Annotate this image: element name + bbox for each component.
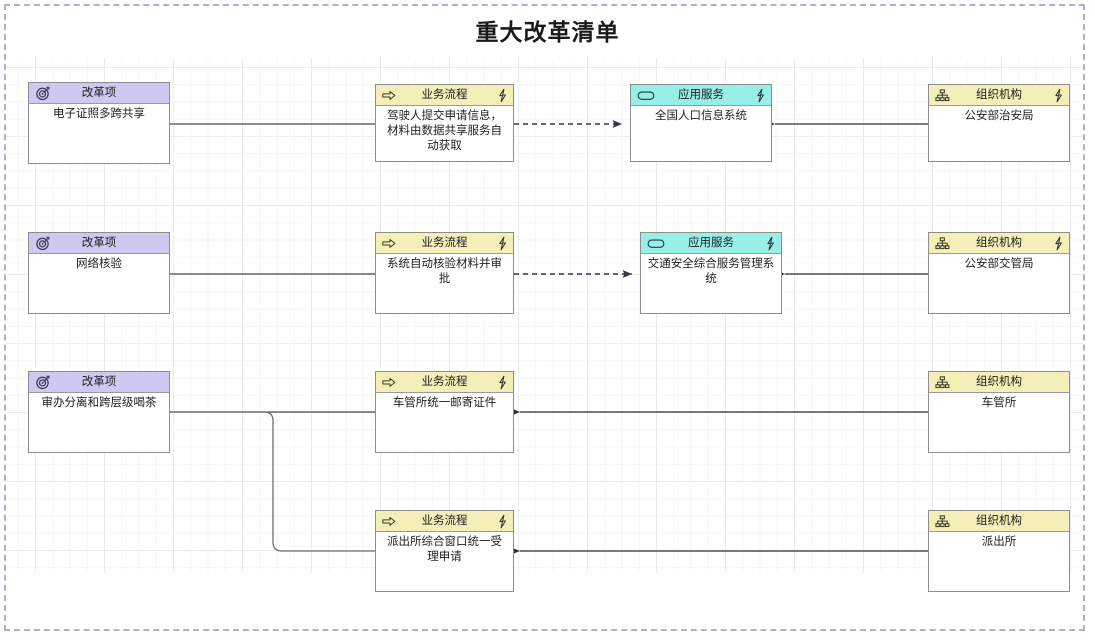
page-title: 重大改革清单 <box>475 19 620 45</box>
lightning-bolt-icon <box>499 236 506 251</box>
node-body-reform-1: 电子证照多跨共享 <box>53 108 145 120</box>
node-body-process-1: 驾驶人提交申请信息，材料由数据共享服务自动获取 <box>387 110 502 152</box>
node-type-label: 组织机构 <box>976 89 1022 101</box>
node-header-service-2: 应用服务 <box>641 233 781 254</box>
node-type-label: 业务流程 <box>421 237 468 249</box>
node-body-org-1: 公安部治安局 <box>964 110 1034 122</box>
node-header-reform-1: 改革项 <box>29 83 169 104</box>
lightning-bolt-icon <box>499 88 506 103</box>
node-type-label: 改革项 <box>81 376 117 388</box>
node-type-label: 业务流程 <box>421 89 468 101</box>
node-body-reform-2: 网络核验 <box>76 258 122 270</box>
node-process-1[interactable]: 业务流程驾驶人提交申请信息，材料由数据共享服务自动获取 <box>375 84 514 162</box>
node-header-reform-2: 改革项 <box>29 233 169 254</box>
node-type-label: 组织机构 <box>976 237 1022 249</box>
node-org-2[interactable]: 组织机构公安部交管局 <box>928 232 1070 314</box>
rounded-rect-icon <box>637 91 655 100</box>
node-process-2[interactable]: 业务流程系统自动核验材料并审批 <box>375 232 514 314</box>
node-header-org-4: 组织机构 <box>929 511 1069 532</box>
lightning-bolt-icon <box>499 514 506 529</box>
node-reform-2[interactable]: 改革项网络核验 <box>28 232 170 314</box>
node-header-org-3: 组织机构 <box>929 372 1069 393</box>
node-type-label: 应用服务 <box>678 89 724 101</box>
target-icon <box>36 375 50 390</box>
node-header-reform-3: 改革项 <box>29 372 169 393</box>
node-header-process-4: 业务流程 <box>376 511 513 532</box>
node-header-org-2: 组织机构 <box>929 233 1069 254</box>
node-type-label: 组织机构 <box>976 515 1022 527</box>
node-body-org-4: 派出所 <box>981 536 1017 548</box>
org-chart-icon <box>935 376 950 389</box>
node-org-3[interactable]: 组织机构车管所 <box>928 371 1070 453</box>
arrow-right-icon <box>382 239 396 248</box>
node-header-service-1: 应用服务 <box>631 85 771 106</box>
arrow-right-icon <box>382 517 396 526</box>
node-service-2[interactable]: 应用服务交通安全综合服务管理系统 <box>640 232 782 314</box>
node-body-service-1: 全国人口信息系统 <box>655 110 747 122</box>
lightning-bolt-icon <box>499 375 506 390</box>
target-icon <box>36 236 50 251</box>
node-service-1[interactable]: 应用服务全国人口信息系统 <box>630 84 772 162</box>
node-header-process-2: 业务流程 <box>376 233 513 254</box>
node-type-label: 改革项 <box>81 237 117 249</box>
org-chart-icon <box>935 89 950 102</box>
rounded-rect-icon <box>647 239 665 248</box>
node-body-process-3: 车管所统一邮寄证件 <box>392 397 497 409</box>
node-body-service-2: 交通安全综合服务管理系统 <box>647 258 775 285</box>
lightning-bolt-icon <box>1055 236 1062 251</box>
lightning-bolt-icon <box>1055 88 1062 103</box>
node-body-process-2: 系统自动核验材料并审批 <box>387 258 502 285</box>
node-type-label: 业务流程 <box>421 376 468 388</box>
org-chart-icon <box>935 515 950 528</box>
org-chart-icon <box>935 237 950 250</box>
node-reform-3[interactable]: 改革项审办分离和跨层级喝茶 <box>28 371 170 453</box>
node-org-4[interactable]: 组织机构派出所 <box>928 510 1070 592</box>
node-body-org-3: 车管所 <box>981 397 1017 409</box>
lightning-bolt-icon <box>767 236 774 251</box>
lightning-bolt-icon <box>757 88 764 103</box>
node-body-process-4: 派出所综合窗口统一受理申请 <box>387 536 502 563</box>
node-header-org-1: 组织机构 <box>929 85 1069 106</box>
node-type-label: 改革项 <box>81 87 117 99</box>
node-type-label: 应用服务 <box>688 237 734 249</box>
node-process-4[interactable]: 业务流程派出所综合窗口统一受理申请 <box>375 510 514 592</box>
node-body-reform-3: 审办分离和跨层级喝茶 <box>41 397 157 409</box>
node-org-1[interactable]: 组织机构公安部治安局 <box>928 84 1070 162</box>
node-type-label: 组织机构 <box>976 376 1022 388</box>
arrow-right-icon <box>382 91 396 100</box>
node-process-3[interactable]: 业务流程车管所统一邮寄证件 <box>375 371 514 453</box>
target-icon <box>36 86 50 101</box>
node-reform-1[interactable]: 改革项电子证照多跨共享 <box>28 82 170 164</box>
node-header-process-3: 业务流程 <box>376 372 513 393</box>
node-type-label: 业务流程 <box>421 515 468 527</box>
arrow-right-icon <box>382 378 396 387</box>
node-body-org-2: 公安部交管局 <box>964 258 1034 270</box>
node-header-process-1: 业务流程 <box>376 85 513 106</box>
